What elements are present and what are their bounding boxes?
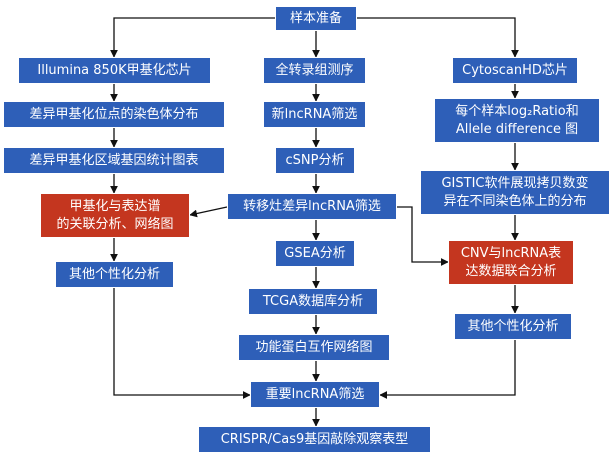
arrow-prep-to-illumina (110, 17, 275, 58)
node-new-lncrna: 新lncRNA筛选 (263, 101, 366, 128)
node-log2-ratio: 每个样本log₂Ratio和 Allele difference 图 (434, 98, 600, 143)
node-cnv-lncrna: CNV与lncRNA表 达数据联合分析 (448, 240, 574, 285)
arrow-prep-to-cytoscan (357, 17, 519, 58)
arrow-otherr-to-key (379, 340, 516, 399)
arrow-meta-to-cnv (397, 206, 449, 266)
node-transcriptome-seq: 全转录组测序 (263, 57, 366, 84)
node-ppi-network: 功能蛋白互作网络图 (238, 334, 390, 361)
node-dm-sites: 差异甲基化位点的染色体分布 (3, 101, 225, 128)
arrow-otherl-to-key (113, 288, 251, 399)
node-gistic: GISTIC软件展现拷贝数变 异在不同染色体上的分布 (420, 170, 610, 215)
node-dm-regions: 差异甲基化区域基因统计图表 (3, 147, 225, 174)
node-other-right: 其他个性化分析 (454, 313, 572, 340)
node-tcga: TCGA数据库分析 (248, 288, 378, 315)
node-illumina-chip: Illumina 850K甲基化芯片 (18, 57, 211, 84)
node-other-left: 其他个性化分析 (55, 261, 174, 288)
node-sample-prep: 样本准备 (275, 6, 357, 31)
arrow-meta-to-methyl (189, 206, 228, 218)
node-cytoscan-chip: CytoscanHD芯片 (452, 57, 578, 84)
node-metastasis-lncrna: 转移灶差异lncRNA筛选 (227, 193, 397, 220)
node-csnp: cSNP分析 (275, 147, 355, 174)
node-methylation-expression: 甲基化与表达谱 的关联分析、网络图 (40, 193, 190, 238)
node-key-lncrna: 重要lncRNA筛选 (250, 381, 380, 408)
node-crispr: CRISPR/Cas9基因敲除观察表型 (198, 426, 431, 453)
node-gsea: GSEA分析 (275, 240, 355, 267)
